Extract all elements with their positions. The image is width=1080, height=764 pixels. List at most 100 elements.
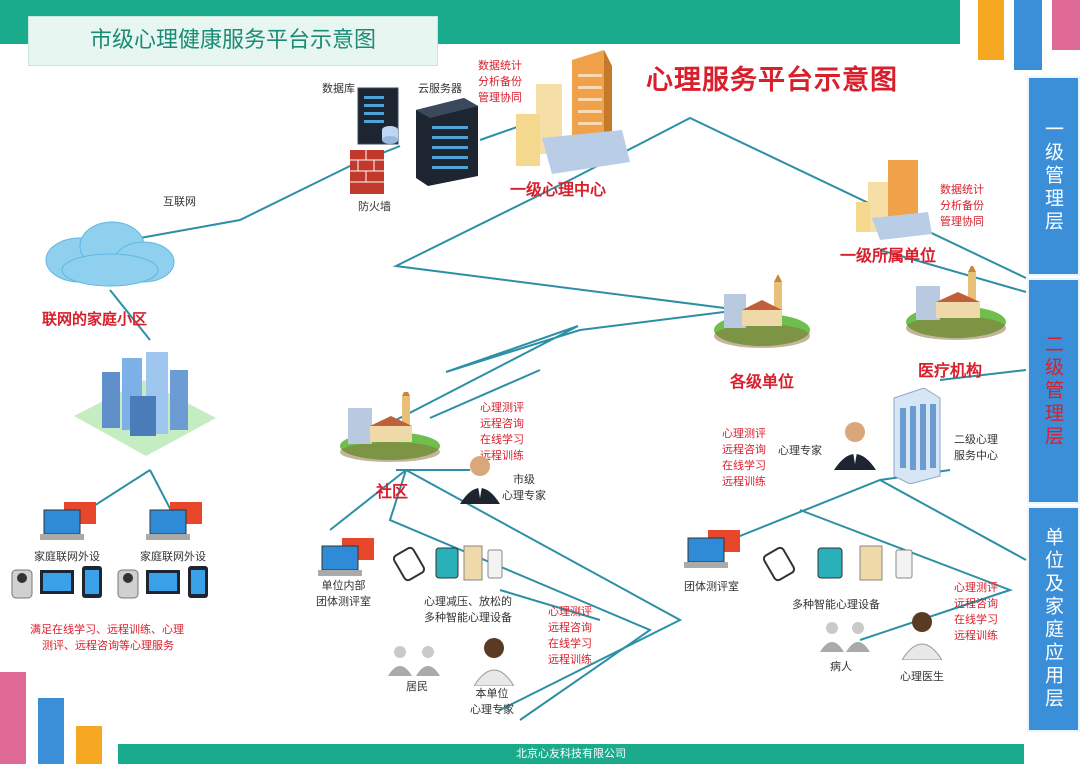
- psych-doctor-icon: [902, 612, 942, 660]
- deco-block-orange-bottom: [76, 726, 102, 764]
- psych-doctor-label: 心理医生: [900, 670, 944, 683]
- resident-service: 心理测评: [548, 605, 592, 618]
- center1-functions: 数据统计 分析备份 管理协同: [478, 58, 522, 106]
- home-service-line: 测评、远程咨询等心理服务: [42, 639, 174, 652]
- unit-expert-line: 心理专家: [470, 703, 514, 716]
- page-title: 市级心理健康服务平台示意图: [28, 16, 438, 66]
- hospital-label: 医疗机构: [918, 361, 983, 380]
- home-device1-icon: [40, 502, 96, 540]
- unit-test-room-line: 单位内部: [321, 579, 366, 592]
- line-center-units: [392, 177, 741, 311]
- city-expert-label: 市级 心理专家: [502, 472, 546, 504]
- affiliate-functions: 数据统计 分析备份 管理协同: [940, 182, 984, 230]
- deco-block-pink-top: [1052, 0, 1080, 50]
- unit-test-room-label: 单位内部 团体测评室: [316, 578, 371, 610]
- line-cloud-home: [109, 289, 151, 341]
- patient-service: 心理测评: [954, 581, 998, 594]
- line-hospital-down: [799, 509, 1013, 641]
- deco-block-blue-top: [1014, 0, 1042, 70]
- database-server-icon: [357, 87, 399, 145]
- residents-label: 居民: [406, 680, 428, 693]
- home-device2-label: 家庭联网外设: [140, 550, 206, 563]
- unit-expert-icon: [474, 638, 514, 686]
- affiliate-label: 一级所属单位: [840, 246, 937, 265]
- line-community-down2: [388, 469, 653, 721]
- line-community-testroom: [329, 469, 407, 531]
- affiliate-function: 分析备份: [940, 199, 984, 212]
- home-community-buildings-icon: [74, 352, 216, 456]
- smart-devices-left-label: 心理减压、放松的 多种智能心理设备: [424, 594, 512, 626]
- patient-service: 在线学习: [954, 613, 998, 626]
- community-service: 远程咨询: [480, 417, 524, 430]
- patient-service: 远程咨询: [954, 597, 998, 610]
- internet-label: 互联网: [163, 195, 196, 208]
- unit-expert-line: 本单位: [475, 687, 509, 700]
- deco-block-blue-bottom: [38, 698, 64, 764]
- home-peripherals-icon: [11, 566, 208, 599]
- city-expert-line: 市级: [513, 473, 535, 486]
- smart-devices-left-line: 多种智能心理设备: [424, 611, 512, 624]
- line-devices: [499, 589, 601, 621]
- residents-icon: [388, 646, 440, 676]
- layer-panel-1: 一级管理层: [1027, 76, 1080, 276]
- patients-icon: [820, 622, 870, 652]
- deco-block-orange: [978, 0, 1004, 60]
- line-community-down1: [405, 469, 683, 711]
- layer-label-2: 二级管理层: [1042, 333, 1064, 449]
- resident-services: 心理测评 远程咨询 在线学习 远程训练: [548, 604, 592, 668]
- center1-function: 数据统计: [478, 59, 522, 72]
- center1-buildings-icon: [516, 50, 630, 174]
- community-label: 社区: [376, 482, 409, 501]
- layer-panel-2: 二级管理层: [1027, 278, 1080, 504]
- smart-devices-left-icon: [392, 545, 503, 582]
- line-hospital-right: [939, 369, 1027, 381]
- deco-block-pink-bottom: [0, 672, 26, 764]
- hospital-town-icon: [906, 266, 1006, 340]
- center1-label: 一级心理中心: [510, 180, 607, 199]
- smart-devices-right-icon: [762, 545, 913, 582]
- group-test-room-icon: [684, 530, 740, 568]
- smart-devices-left-line: 心理减压、放松的: [424, 595, 512, 608]
- firewall-icon: [350, 150, 384, 194]
- line-hospital-devices: [879, 479, 1027, 561]
- psych-expert-icon: [834, 422, 876, 470]
- line-affiliate-hospital: [879, 249, 1027, 293]
- level2-center-line: 二级心理: [954, 433, 998, 446]
- center1-function: 管理协同: [478, 91, 522, 104]
- units-town-icon: [714, 274, 810, 348]
- resident-service: 远程咨询: [548, 621, 592, 634]
- level2-center-label: 二级心理 服务中心: [954, 432, 998, 464]
- level2-center-line: 服务中心: [954, 449, 998, 462]
- community-service: 在线学习: [480, 433, 524, 446]
- footer-bar: 北京心友科技有限公司: [118, 744, 1024, 764]
- city-expert-icon: [460, 456, 500, 504]
- firewall-label: 防火墙: [358, 200, 391, 213]
- hospital-service: 在线学习: [722, 459, 766, 472]
- database-label: 数据库: [322, 82, 355, 95]
- city-expert-line: 心理专家: [502, 489, 546, 502]
- community-services: 心理测评 远程咨询 在线学习 远程训练: [480, 400, 524, 464]
- cloud-icon: [45, 221, 175, 287]
- patient-services: 心理测评 远程咨询 在线学习 远程训练: [954, 580, 998, 644]
- cloud-server-icon: [416, 98, 478, 186]
- line-server-center: [479, 125, 521, 141]
- affiliate-function: 管理协同: [940, 215, 984, 228]
- home-community-label: 联网的家庭小区: [42, 310, 148, 328]
- smart-devices-right-label: 多种智能心理设备: [792, 598, 880, 611]
- cloud-server-label: 云服务器: [418, 82, 462, 95]
- patients-label: 病人: [830, 660, 852, 673]
- affiliate-buildings-icon: [856, 160, 932, 240]
- layer-panel-3: 单位及家庭应用层: [1027, 506, 1080, 732]
- units-label: 各级单位: [730, 372, 795, 391]
- line-units-community: [395, 309, 741, 421]
- group-test-room-label: 团体测评室: [684, 580, 739, 593]
- hospital-service: 远程训练: [722, 475, 766, 488]
- layer-label-3: 单位及家庭应用层: [1042, 527, 1064, 711]
- home-device1-label: 家庭联网外设: [34, 550, 100, 563]
- resident-service: 在线学习: [548, 637, 592, 650]
- diagram-title: 心理服务平台示意图: [646, 65, 898, 96]
- community-service: 远程训练: [480, 449, 524, 462]
- home-device2-icon: [146, 502, 202, 540]
- footer-company: 北京心友科技有限公司: [516, 747, 626, 760]
- community-town-icon: [340, 392, 440, 462]
